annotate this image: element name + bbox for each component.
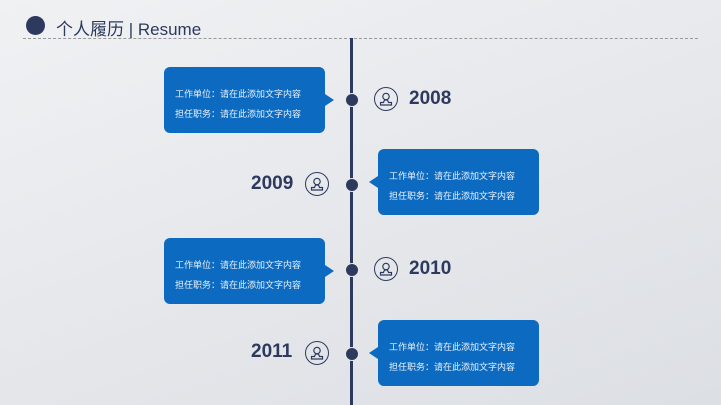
timeline-card-2008: 工作单位：请在此添加文字内容 担任职务：请在此添加文字内容: [164, 67, 334, 133]
work-unit-text: 工作单位：请在此添加文字内容: [389, 171, 516, 181]
timeline-node: [345, 263, 359, 277]
timeline-axis: [350, 38, 353, 405]
year-label: 2009: [251, 173, 294, 194]
position-text: 担任职务：请在此添加文字内容: [175, 280, 302, 290]
position-text: 担任职务：请在此添加文字内容: [175, 109, 302, 119]
person-icon: [374, 257, 398, 281]
timeline-node: [345, 347, 359, 361]
page-title: 个人履历 | Resume: [56, 20, 202, 39]
timeline-card-2009: 工作单位：请在此添加文字内容 担任职务：请在此添加文字内容: [369, 149, 539, 215]
person-icon: [305, 341, 329, 365]
position-text: 担任职务：请在此添加文字内容: [389, 362, 516, 372]
work-unit-text: 工作单位：请在此添加文字内容: [175, 260, 302, 270]
timeline-node: [345, 93, 359, 107]
timeline-node: [345, 178, 359, 192]
year-label: 2010: [409, 258, 452, 279]
title-bullet-icon: [26, 16, 45, 35]
timeline-card-2010: 工作单位：请在此添加文字内容 担任职务：请在此添加文字内容: [164, 238, 334, 304]
title-divider: [23, 38, 698, 39]
position-text: 担任职务：请在此添加文字内容: [389, 191, 516, 201]
work-unit-text: 工作单位：请在此添加文字内容: [389, 342, 516, 352]
work-unit-text: 工作单位：请在此添加文字内容: [175, 89, 302, 99]
person-icon: [305, 172, 329, 196]
timeline-card-2011: 工作单位：请在此添加文字内容 担任职务：请在此添加文字内容: [369, 320, 539, 386]
year-label: 2008: [409, 88, 452, 109]
person-icon: [374, 87, 398, 111]
year-label: 2011: [251, 341, 293, 362]
